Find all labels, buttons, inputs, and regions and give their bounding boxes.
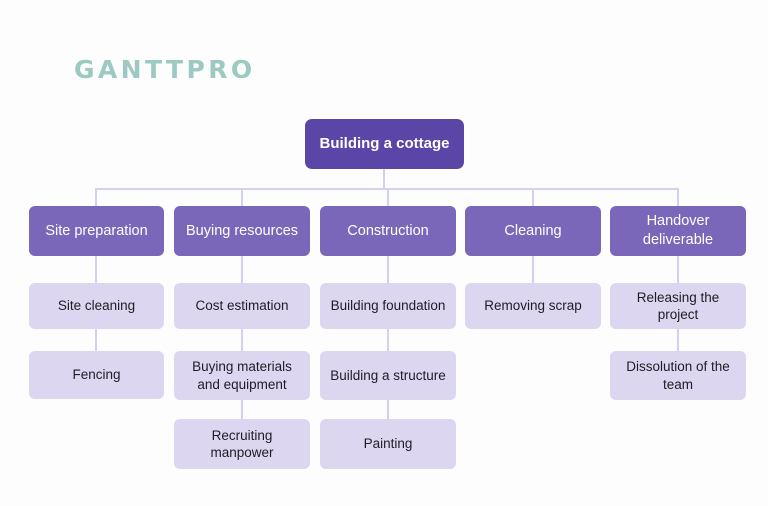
wbs-node-handover-deliverable-label: Handover deliverable bbox=[642, 213, 714, 248]
wbs-node-painting[interactable]: Painting bbox=[320, 419, 456, 469]
wbs-node-cleaning[interactable]: Cleaning bbox=[465, 206, 601, 256]
wbs-node-building-a-structure-label: Building a structure bbox=[330, 367, 446, 383]
wbs-node-buying-materials-and-equipment-label: Buying materials and equipment bbox=[192, 359, 292, 392]
connector-c5-branch-to-leaf1 bbox=[677, 256, 679, 283]
connector-bus-to-branch-1 bbox=[95, 188, 97, 207]
wbs-node-site-cleaning[interactable]: Site cleaning bbox=[29, 283, 164, 329]
wbs-node-buying-materials-and-equipment[interactable]: Buying materials and equipment bbox=[174, 351, 310, 400]
wbs-node-cost-estimation-label: Cost estimation bbox=[195, 298, 289, 314]
wbs-node-buying-resources[interactable]: Buying resources bbox=[174, 206, 310, 256]
wbs-node-building-a-structure[interactable]: Building a structure bbox=[320, 351, 456, 400]
wbs-node-construction[interactable]: Construction bbox=[320, 206, 456, 256]
wbs-node-painting-label: Painting bbox=[363, 436, 413, 452]
connector-root-stem bbox=[383, 169, 385, 189]
connector-c2-leaf2-to-leaf3 bbox=[241, 400, 243, 419]
wbs-node-buying-resources-label: Buying resources bbox=[185, 222, 299, 239]
wbs-node-cleaning-label: Cleaning bbox=[504, 222, 562, 239]
connector-bus-to-branch-4 bbox=[532, 188, 534, 207]
wbs-node-site-preparation-label: Site preparation bbox=[45, 222, 148, 239]
wbs-node-dissolution-of-the-team[interactable]: Dissolution of the team bbox=[610, 351, 746, 400]
wbs-node-recruiting-manpower[interactable]: Recruiting manpower bbox=[174, 419, 310, 469]
wbs-node-recruiting-manpower-label: Recruiting manpower bbox=[210, 427, 274, 460]
wbs-node-building-foundation[interactable]: Building foundation bbox=[320, 283, 456, 329]
connector-c1-leaf1-to-leaf2 bbox=[95, 329, 97, 351]
wbs-node-construction-label: Construction bbox=[347, 222, 429, 239]
ganttpro-logo: GANTTPRO bbox=[74, 55, 256, 84]
wbs-node-removing-scrap[interactable]: Removing scrap bbox=[465, 283, 601, 329]
wbs-node-fencing-label: Fencing bbox=[72, 367, 121, 383]
wbs-node-releasing-the-project-label: Releasing the project bbox=[636, 289, 720, 322]
connector-c2-branch-to-leaf1 bbox=[241, 256, 243, 283]
connector-bus-to-branch-3 bbox=[387, 188, 389, 207]
wbs-node-handover-deliverable[interactable]: Handover deliverable bbox=[610, 206, 746, 256]
connector-c1-branch-to-leaf1 bbox=[95, 256, 97, 283]
wbs-node-site-cleaning-label: Site cleaning bbox=[57, 298, 136, 314]
connector-c4-branch-to-leaf1 bbox=[532, 256, 534, 283]
connector-c5-leaf1-to-leaf2 bbox=[677, 329, 679, 351]
connector-c3-leaf2-to-leaf3 bbox=[387, 400, 389, 419]
connector-c2-leaf1-to-leaf2 bbox=[241, 329, 243, 351]
wbs-node-fencing[interactable]: Fencing bbox=[29, 351, 164, 399]
wbs-node-cost-estimation[interactable]: Cost estimation bbox=[174, 283, 310, 329]
wbs-node-removing-scrap-label: Removing scrap bbox=[484, 298, 582, 314]
wbs-node-root-label: Building a cottage bbox=[319, 135, 450, 153]
connector-c3-leaf1-to-leaf2 bbox=[387, 329, 389, 351]
wbs-node-building-foundation-label: Building foundation bbox=[330, 298, 446, 314]
wbs-node-root[interactable]: Building a cottage bbox=[305, 119, 464, 169]
connector-bus-to-branch-5 bbox=[677, 188, 679, 207]
connector-c3-branch-to-leaf1 bbox=[387, 256, 389, 283]
connector-bus-to-branch-2 bbox=[241, 188, 243, 207]
wbs-node-site-preparation[interactable]: Site preparation bbox=[29, 206, 164, 256]
wbs-node-releasing-the-project[interactable]: Releasing the project bbox=[610, 283, 746, 329]
wbs-node-dissolution-of-the-team-label: Dissolution of the team bbox=[626, 359, 730, 392]
